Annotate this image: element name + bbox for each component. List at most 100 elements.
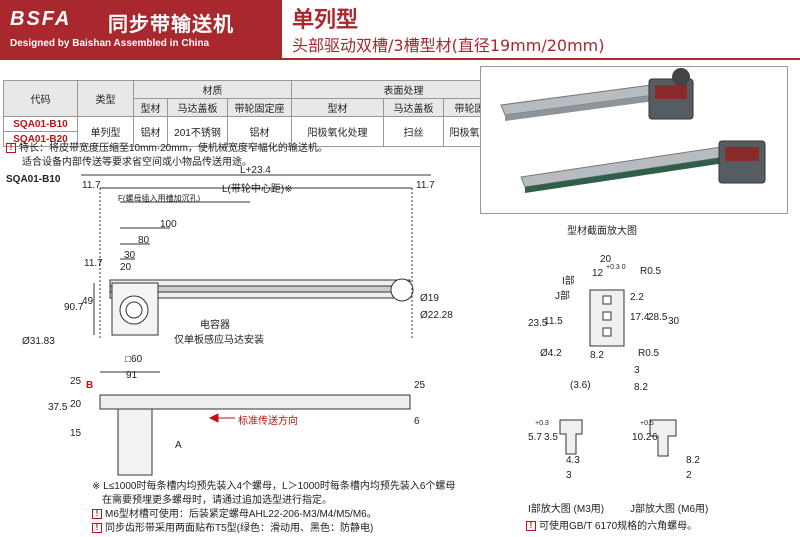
conveyor-illustration: [500, 68, 766, 193]
det-i-4-3: 4.3: [566, 455, 580, 466]
mat-motor-cover: 201不锈钢: [167, 116, 228, 147]
brand-tagline: Designed by Baishan Assembled in China: [10, 38, 210, 49]
warning-icon: !: [92, 523, 102, 534]
mat-pulley-seat: 铝材: [227, 116, 292, 147]
sur-profile: 阳极氧化处理: [291, 116, 384, 147]
dim-60: □60: [125, 354, 143, 365]
end-pulley: [390, 278, 414, 302]
note-3: 同步齿形带采用两面贴布T5型(绿色：滑动用、黑色：防静电): [105, 523, 374, 534]
sec-dim-30: 30: [668, 316, 680, 327]
brand-logo: BSFA: [10, 8, 72, 30]
direction-label: 标准传送方向: [238, 416, 298, 427]
feature-text-1: 特长：将皮带宽度压缩至10mm·20mm，使机械宽度窄幅化的输送机。: [19, 143, 328, 154]
sec-dim-17-4: 17.4: [630, 312, 650, 323]
warning-icon: !: [6, 143, 16, 154]
detail-i-shape: [559, 419, 583, 455]
note-1: ※ L≤1000时每条槽内均预先装入4个螺母，L＞1000时每条槽内均预先装入6…: [92, 481, 456, 492]
sec-j-label: J部: [555, 291, 570, 302]
product-photo: [480, 66, 788, 214]
dim-a: A: [175, 440, 182, 451]
warning-icon: !: [92, 509, 102, 520]
dim-6: 6: [414, 416, 420, 427]
dim-80: 80: [138, 235, 150, 246]
det-j-6: 6: [652, 432, 658, 443]
sec-dim-3-6: (3.6): [570, 380, 591, 391]
header-divider: [282, 58, 800, 60]
det-i-5-7: 5.7: [528, 432, 542, 443]
capacitor-label: 电容器: [200, 320, 230, 331]
note-3-line: !同步齿形带采用两面贴布T5型(绿色：滑动用、黑色：防静电): [92, 519, 373, 534]
dim-l-label: L(带轮中心距)※: [222, 184, 293, 195]
sec-dim-11-5: 11.5: [544, 316, 563, 327]
page-subtitle: 头部驱动双槽/3槽型材(直径19mm/20mm): [292, 36, 605, 55]
sub-motor-cover-surface: 马达盖板: [383, 98, 444, 117]
det-tol-b: +0.5: [640, 420, 654, 427]
det-j-8-2: 8.2: [686, 455, 700, 466]
sec-tol: +0.3 0: [606, 264, 626, 271]
page-title: 单列型: [292, 8, 359, 33]
dim-25-right: 25: [414, 380, 426, 391]
dim-l-plus: L+23.4: [240, 165, 271, 176]
note-1b: 在需要预埋更多螺母时，请通过追加选型进行指定。: [102, 495, 332, 506]
type-cell: 单列型: [77, 116, 134, 147]
dim-d22-28: Ø22.28: [420, 310, 453, 321]
brand-name: 同步带输送机: [108, 12, 234, 36]
dim-d19: Ø19: [420, 293, 439, 304]
sec-i-label: I部: [562, 276, 575, 287]
det-j-title: J部放大图 (M6用): [630, 504, 709, 515]
dim-f-label: F(螺母插入用槽加沉孔): [118, 194, 201, 203]
sec-r05-bottom: R0.5: [638, 348, 660, 359]
warning-icon: !: [526, 521, 536, 532]
dim-49: 49: [82, 296, 94, 307]
dim-15: 15: [70, 428, 82, 439]
dim-91: 91: [126, 370, 138, 381]
sec-dim-3: 3: [634, 365, 640, 376]
col-surface-header: 表面处理: [291, 80, 516, 99]
profile-side-view: [99, 394, 411, 410]
sec-dim-20: 20: [600, 254, 612, 265]
feature-line-2: 适合设备内部传送等要求省空间或小物品传送用途。: [22, 157, 252, 168]
dim-11-7-right: 11.7: [416, 180, 435, 191]
sub-profile-surface: 型材: [291, 98, 384, 117]
dim-11-7-left: 11.7: [82, 180, 101, 191]
sec-dim-23-5: 23.5: [528, 318, 548, 329]
sec-dim-8-2b: 8.2: [634, 382, 648, 393]
det-i-3: 3: [566, 470, 572, 481]
detail-j-shape: [649, 419, 677, 457]
feature-line-1: !特长：将皮带宽度压缩至10mm·20mm，使机械宽度窄幅化的输送机。: [6, 139, 328, 154]
note-2: M6型材槽可使用：后装紧定螺母AHL22-206-M3/M4/M5/M6。: [105, 509, 377, 520]
section-title: 型材截面放大图: [567, 226, 637, 237]
brand-banner: BSFA 同步带输送机 Designed by Baishan Assemble…: [0, 0, 282, 60]
code-b20: SQA01-B20: [3, 131, 78, 147]
col-code-header: 代码: [3, 80, 78, 117]
dim-25: 25: [70, 376, 82, 387]
col-material-header: 材质: [133, 80, 292, 99]
note-4: 可使用GB/T 6170规格的六角螺母。: [539, 521, 698, 532]
note-4-line: !可使用GB/T 6170规格的六角螺母。: [526, 517, 697, 532]
det-tol-a: +0.3: [535, 420, 549, 427]
capacitor-note: 仅单板感应马达安装: [174, 335, 264, 346]
dim-20: 20: [120, 262, 132, 273]
sec-dim-12: 12: [592, 268, 604, 279]
dim-90-7: 90.7: [64, 302, 84, 313]
dim-30: 30: [124, 250, 136, 261]
motor-side: [117, 408, 153, 476]
det-j-2: 2: [686, 470, 692, 481]
dim-d31-83: Ø31.83: [22, 336, 55, 347]
dim-11-7-v: 11.7: [84, 258, 103, 269]
note-2-line: !M6型材槽可使用：后装紧定螺母AHL22-206-M3/M4/M5/M6。: [92, 505, 377, 520]
drawing-model: SQA01-B10: [6, 174, 61, 185]
det-i-title: I部放大图 (M3用): [528, 504, 605, 515]
sec-r05-top: R0.5: [640, 266, 662, 277]
sec-dim-d4-2: Ø4.2: [540, 348, 562, 359]
dim-100: 100: [160, 219, 177, 230]
dim-b: B: [86, 380, 94, 391]
dim-37-5: 37.5: [48, 402, 68, 413]
sec-dim-8-2a: 8.2: [590, 350, 604, 361]
sec-dim-28-5: 28.5: [648, 312, 668, 323]
det-i-3-5: 3.5: [544, 432, 558, 443]
dim-20-side: 20: [70, 399, 82, 410]
sec-dim-2-2: 2.2: [630, 292, 644, 303]
det-j-10-2: 10.2: [632, 432, 652, 443]
